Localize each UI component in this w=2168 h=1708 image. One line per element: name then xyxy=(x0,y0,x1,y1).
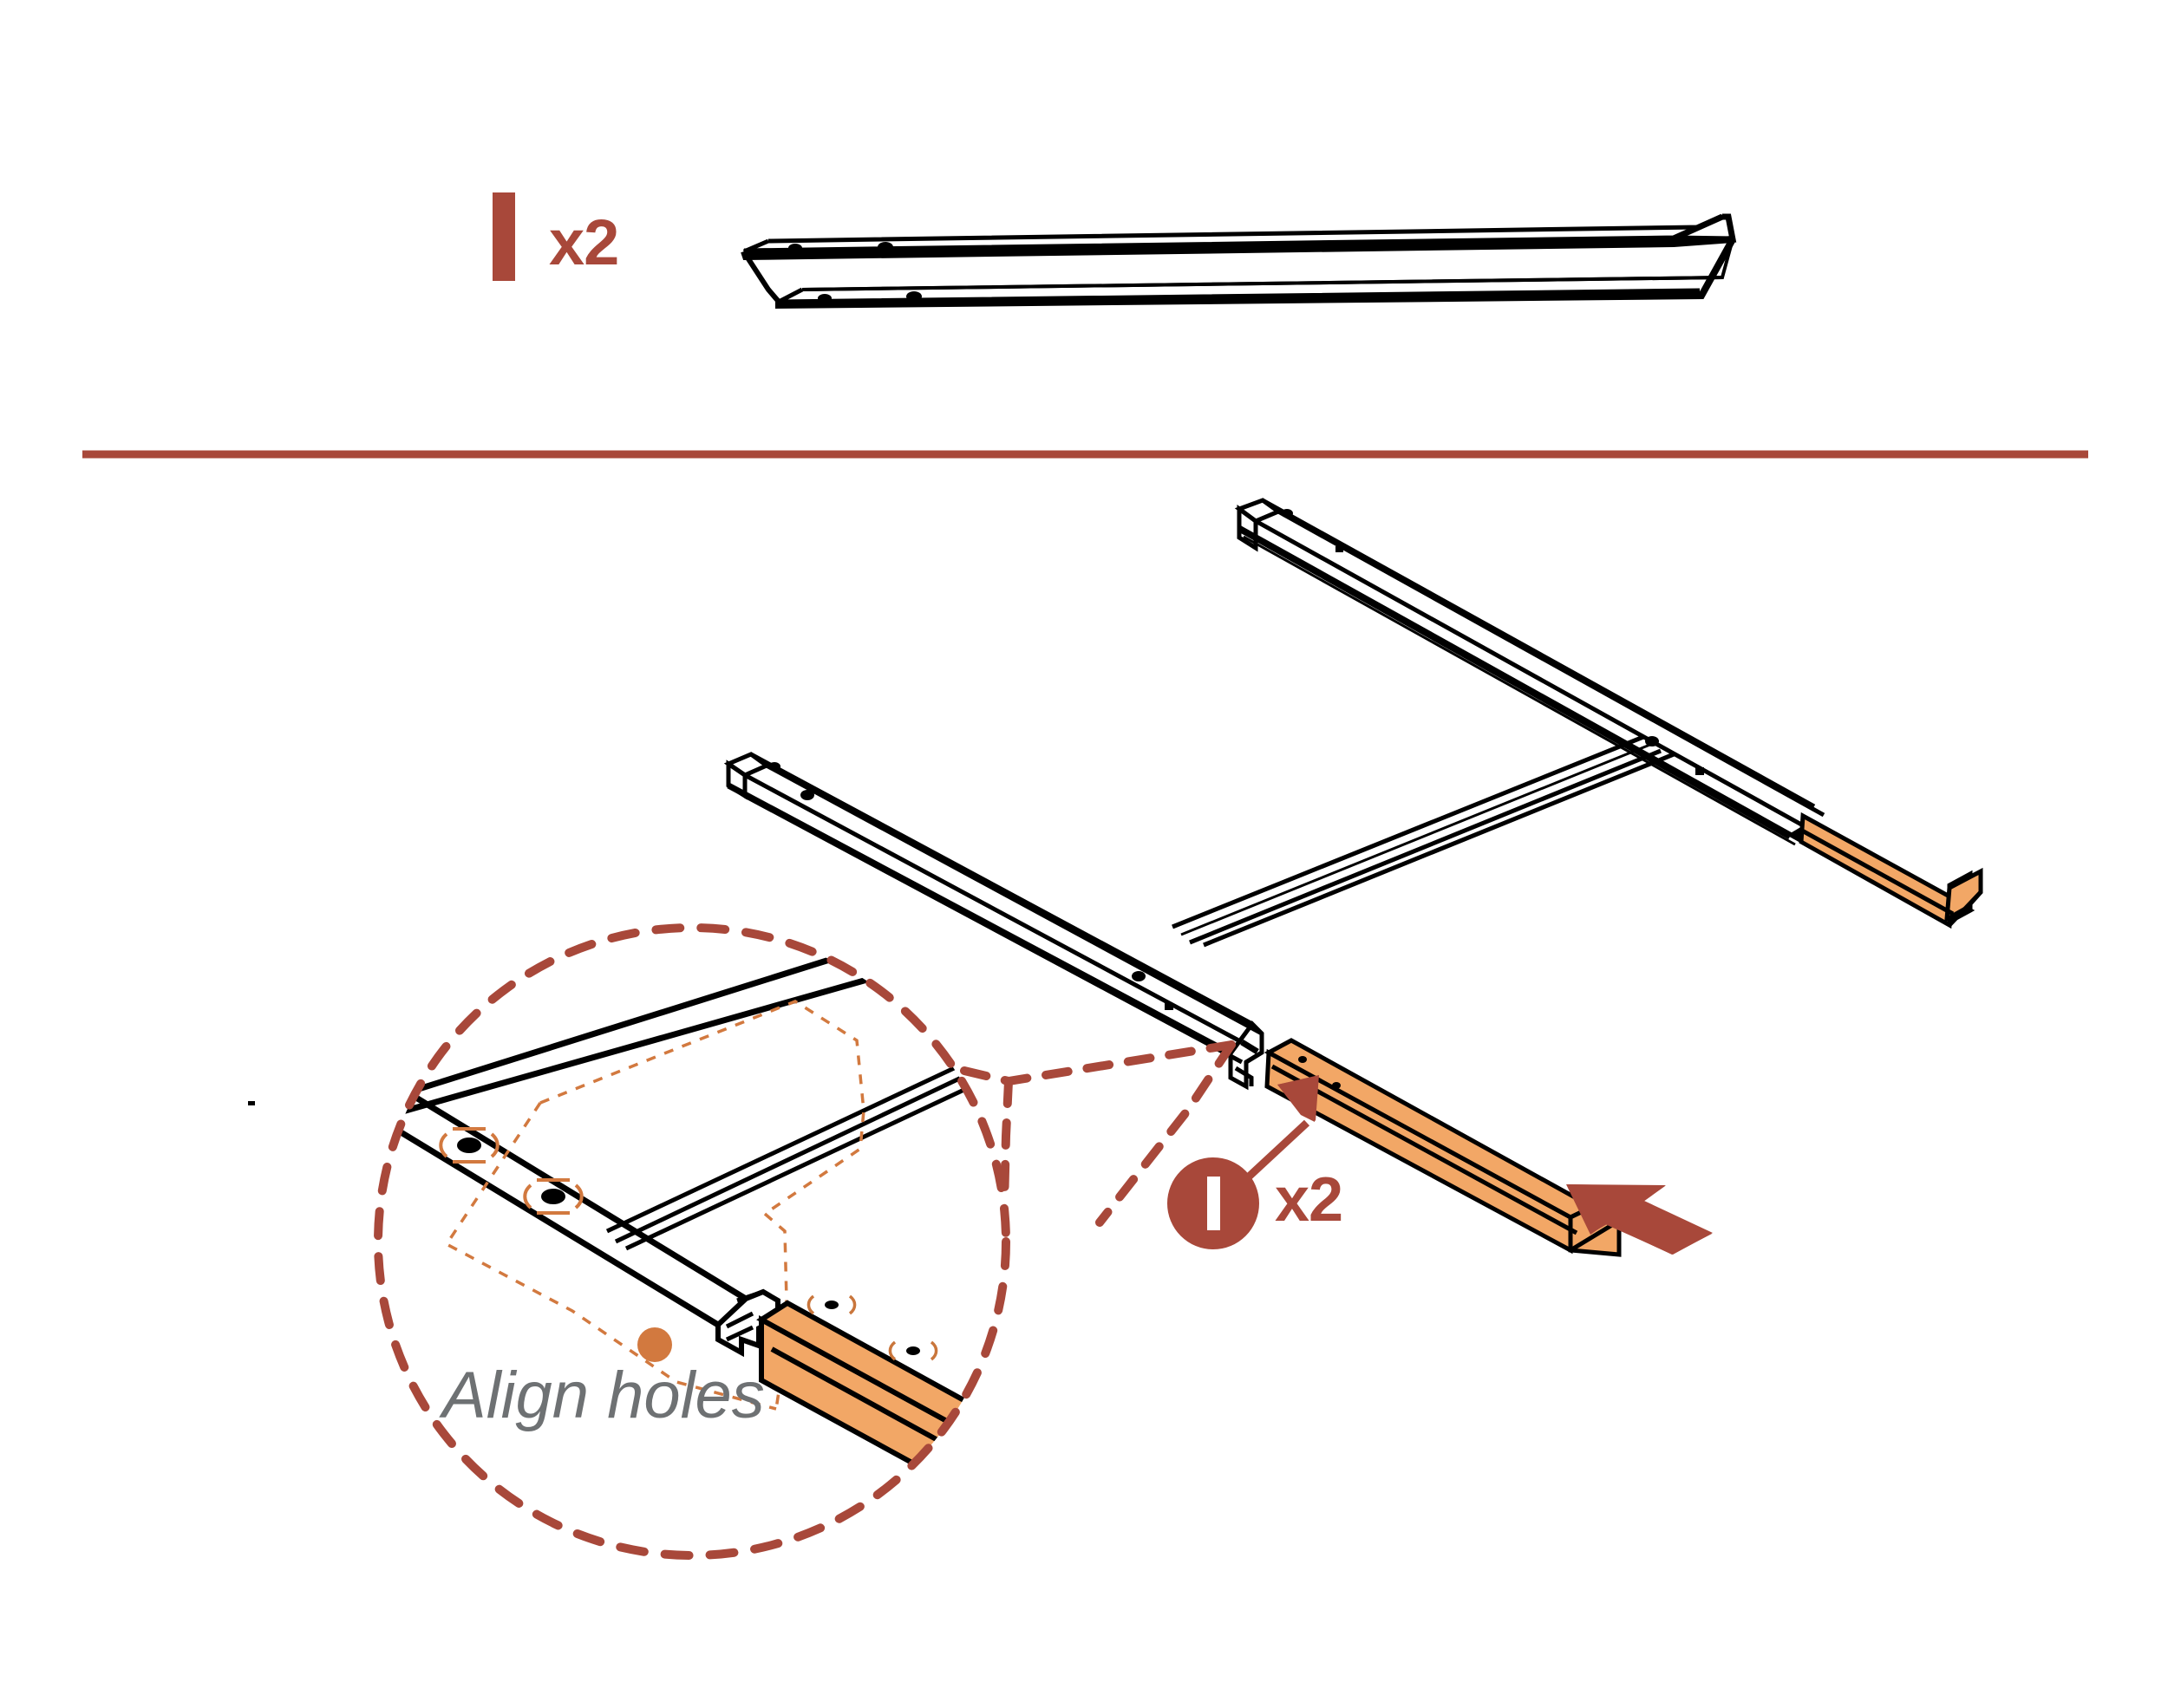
orange-rail-upper-right xyxy=(1786,812,1983,929)
magnifier-ring xyxy=(374,923,1010,1560)
front-left-rail xyxy=(723,752,1264,1091)
upper-right-rail xyxy=(1234,498,1825,846)
part-badge-letter-i xyxy=(1207,1177,1220,1230)
detail-callout-quantity: x2 xyxy=(1275,1165,1343,1235)
parts-legend-quantity: x2 xyxy=(549,206,619,278)
back-cross-rail xyxy=(1172,734,1675,948)
align-marker-dot xyxy=(637,1327,672,1362)
align-holes-note: Align holes xyxy=(442,1359,765,1432)
